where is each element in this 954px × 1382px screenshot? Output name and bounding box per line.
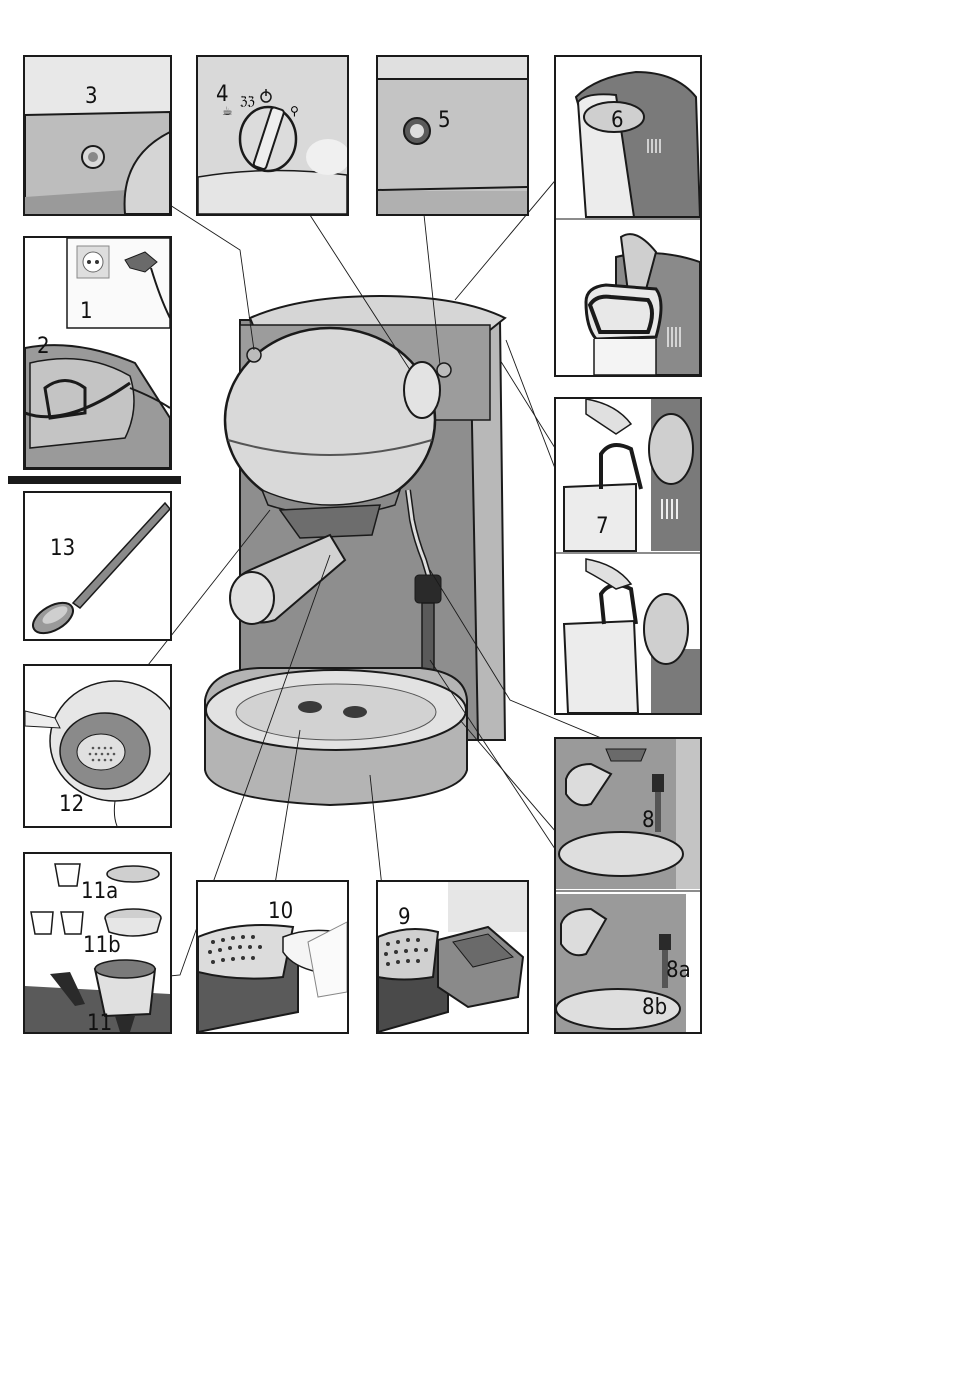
label-8b: 8b [642,995,667,1020]
label-7: 7 [596,514,609,539]
label-8: 8 [642,808,655,833]
panel-4: ℨℨ ☕ ⚲ 4 [196,55,349,216]
espresso-machine [205,296,505,805]
panel-9: 9 [376,880,529,1034]
pump-icon: ⚲ [290,104,299,118]
label-5: 5 [438,108,451,133]
panel-10: 10 [196,880,349,1034]
label-1: 1 [80,299,93,324]
label-8a: 8a [666,958,691,983]
label-11: 11 [87,1011,112,1032]
panel-1-2: 1 2 [23,236,172,470]
label-11a: 11a [81,879,118,904]
panel-5: 5 [376,55,529,216]
panel-3: 3 [23,55,172,216]
label-11b: 11b [83,933,121,958]
label-13: 13 [50,536,75,561]
label-10: 10 [268,899,293,924]
steam-icon: ℨℨ [239,94,255,108]
panel-8: 8 8a 8b [554,737,702,1034]
panel-12: 12 [23,664,172,828]
panel-6: 6 [554,55,702,377]
label-3: 3 [85,84,98,109]
label-4: 4 [216,82,229,107]
label-6: 6 [611,108,624,133]
label-9: 9 [398,905,411,930]
panel-11: 11a 11b 11 [23,852,172,1034]
panel-13: 13 [23,491,172,641]
label-2: 2 [37,334,50,359]
label-12: 12 [59,792,84,817]
separator-bar [8,476,181,484]
panel-7: 7 [554,397,702,715]
